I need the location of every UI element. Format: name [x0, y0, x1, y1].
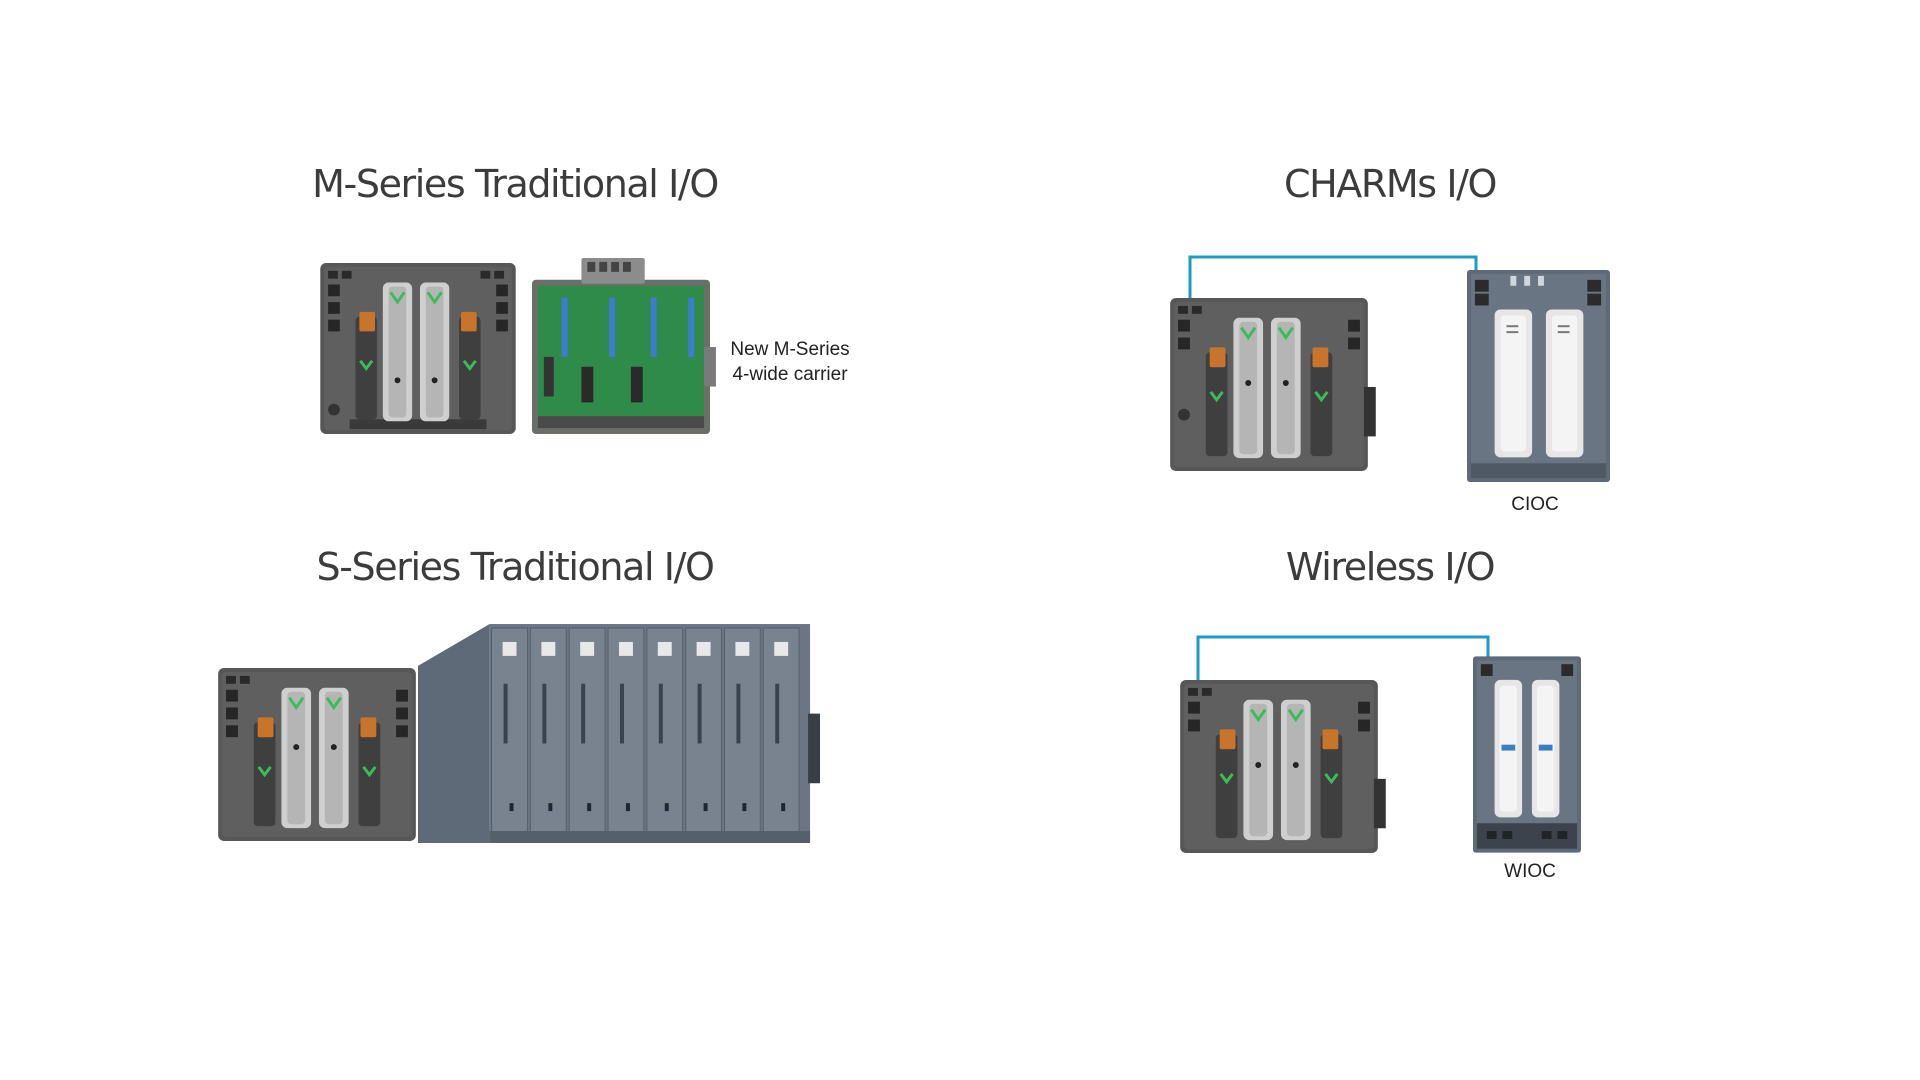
wioc-device — [1473, 656, 1581, 853]
wireless-network-cable — [1196, 635, 1490, 691]
controller-modules — [355, 282, 481, 422]
s-series-controller — [218, 668, 416, 841]
charms-title: CHARMs I/O — [1283, 162, 1497, 206]
m-series-title: M-Series Traditional I/O — [312, 162, 719, 206]
m-series-controller — [320, 263, 516, 434]
s-series-io-rail — [418, 624, 821, 843]
wireless-title: Wireless I/O — [1285, 545, 1496, 589]
carrier-caption-line2: 4-wide carrier — [732, 363, 848, 385]
wioc-caption: WIOC — [1504, 861, 1556, 882]
carrier-caption-line1: New M-Series — [730, 339, 850, 360]
s-series-io-cards — [491, 627, 800, 840]
s-series-title: S-Series Traditional I/O — [316, 545, 714, 589]
carrier-caption: New M-Series 4-wide carrier — [730, 338, 849, 387]
m-series-4-wide-carrier — [532, 258, 716, 435]
cioc-caption: CIOC — [1511, 494, 1559, 515]
cioc-device — [1467, 270, 1610, 482]
wireless-controller — [1180, 680, 1386, 853]
controller-body — [320, 263, 516, 434]
charms-controller — [1170, 298, 1376, 471]
